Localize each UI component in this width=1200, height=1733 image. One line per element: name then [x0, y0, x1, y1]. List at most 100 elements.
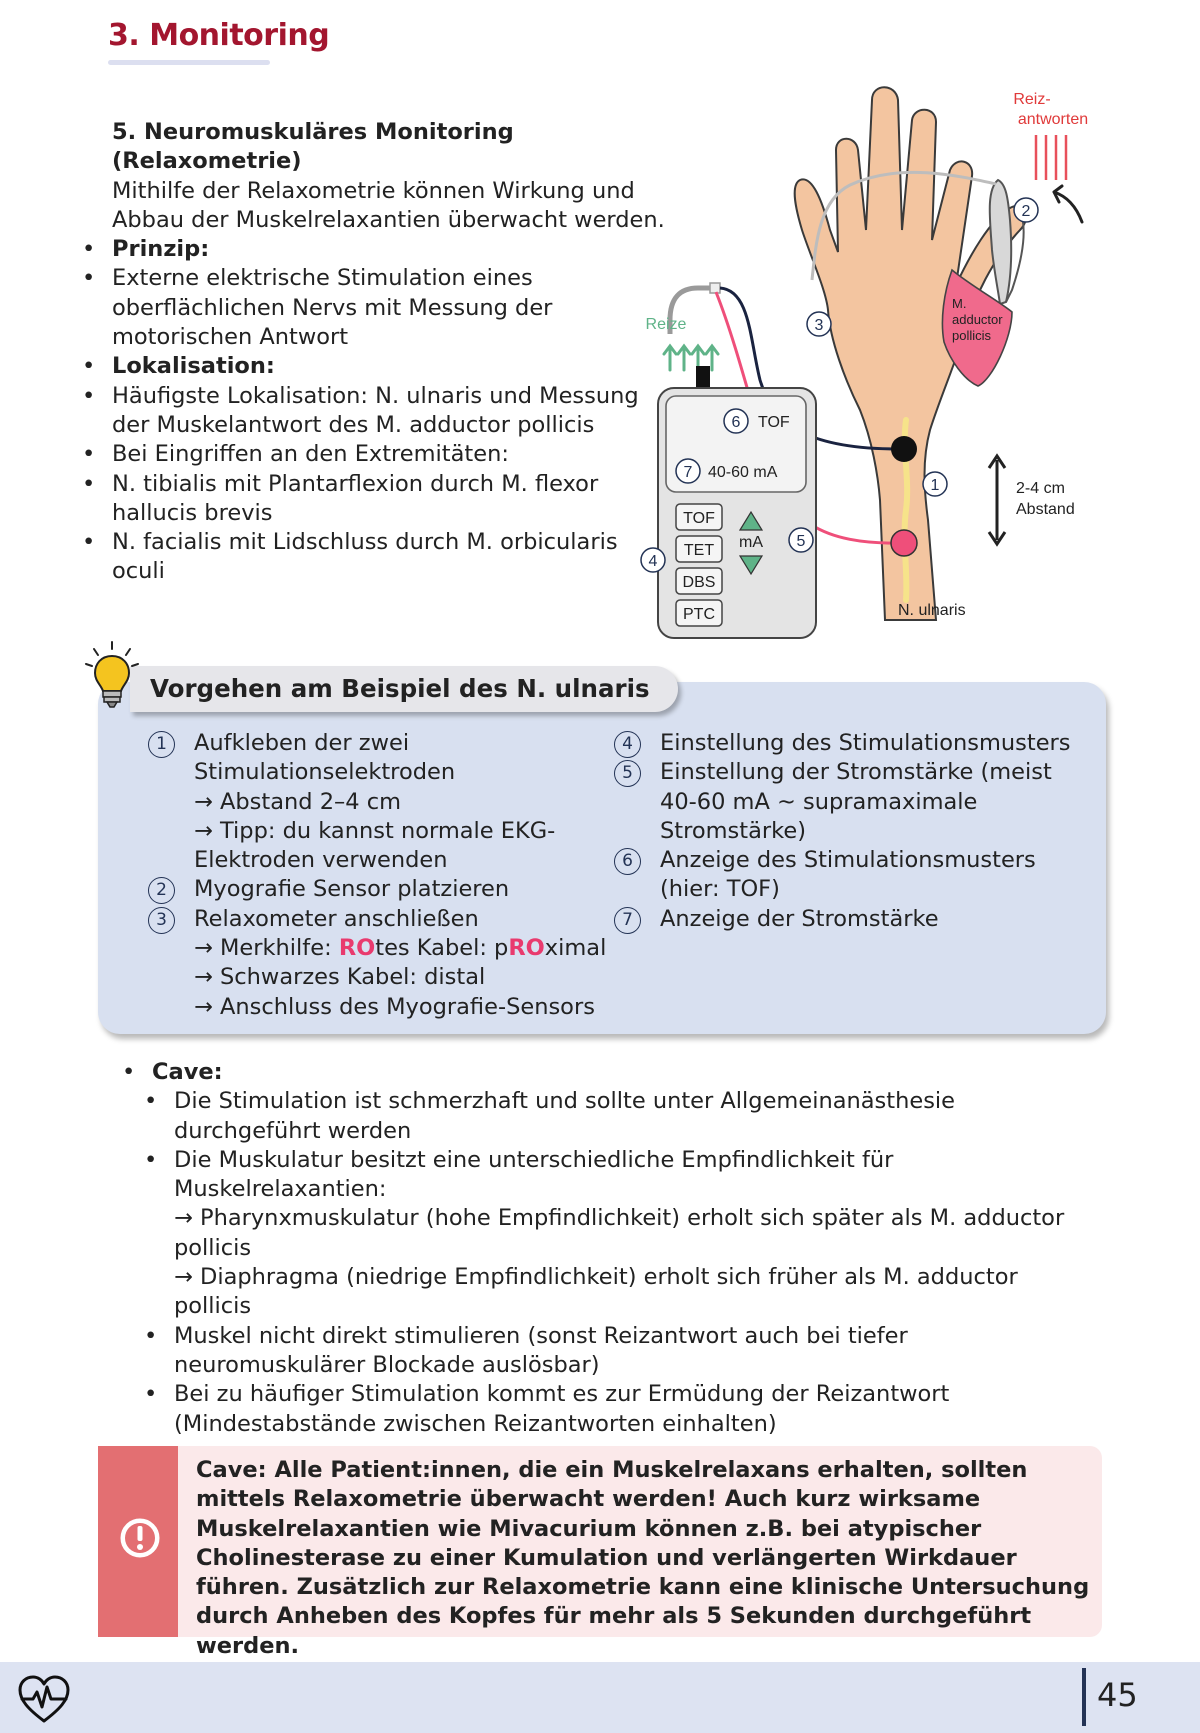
- device-display: [665, 395, 807, 493]
- relaxometry-diagram: M. adductor pollicis N. ulnaris Reiz- an…: [640, 86, 1088, 639]
- prinzip-label: Prinzip:: [112, 236, 210, 263]
- diagram-markers: 1 2 3 4 5 6 7: [640, 197, 1039, 573]
- step-text: Anzeige des Stimulationsmusters (hier: T…: [660, 847, 1036, 903]
- intro-heading: 5. Neuromuskuläres Monitoring (Relaxomet…: [112, 119, 514, 175]
- list-item: N. facialis mit Lidschluss durch M. orbi…: [82, 528, 672, 587]
- display-pattern: TOF: [758, 414, 790, 431]
- cave-line: Die Muskulatur besitzt eine unterschiedl…: [174, 1146, 894, 1203]
- muscle-label-2: adductor: [952, 312, 1003, 327]
- list-item: Externe elektrische Stimulation eines ob…: [82, 264, 672, 352]
- merkhilfe-line: → Merkhilfe: ROtes Kabel: pROximal: [194, 934, 628, 963]
- marker-1-label: 1: [931, 477, 940, 494]
- lokalisation-label: Lokalisation:: [112, 353, 275, 380]
- step-7: 7 Anzeige der Stromstärke: [614, 905, 1094, 934]
- list-item: Prinzip: Externe elektrische Stimulation…: [82, 235, 672, 352]
- lokalisation-list: Häufigste Lokalisation: N. ulnaris und M…: [82, 382, 672, 587]
- step-line: Relaxometer anschließen: [194, 905, 479, 932]
- dbs-button[interactable]: [675, 567, 723, 595]
- step-line: → Schwarzes Kabel: distal: [194, 964, 486, 991]
- device-buttons: TOF TET DBS PTC: [675, 503, 723, 627]
- step-number: 5: [614, 760, 641, 788]
- step-line: Stimulationselektroden: [194, 759, 456, 786]
- marker-3-label: 3: [815, 317, 824, 334]
- warning-text: Cave: Alle Patient:innen, die ein Muskel…: [196, 1457, 1090, 1659]
- intro-text: 5. Neuromuskuläres Monitoring (Relaxomet…: [82, 118, 672, 587]
- cave-section: Cave: Die Stimulation ist schmerzhaft un…: [122, 1058, 1096, 1439]
- step-number: 1: [148, 731, 175, 758]
- ptc-button-label: PTC: [683, 606, 715, 623]
- muscle-label-3: pollicis: [952, 328, 992, 343]
- step-line: Aufkleben der zwei: [194, 730, 410, 756]
- heartbeat-icon: [18, 1675, 70, 1723]
- connector: [709, 282, 721, 294]
- marker-3: [806, 311, 832, 337]
- step-line: → Tipp: du kannst normale EKG-: [194, 817, 556, 844]
- cave-label: Cave:: [152, 1059, 223, 1085]
- distance-label-2: Abstand: [1016, 501, 1075, 518]
- merkhilfe-suffix: ximal: [544, 935, 607, 962]
- step-text: Anzeige der Stromstärke: [660, 905, 939, 932]
- marker-6-label: 6: [732, 414, 741, 431]
- marker-2-label: 2: [1022, 203, 1031, 220]
- up-arrow-icon[interactable]: [738, 510, 764, 531]
- tet-button-label: TET: [684, 542, 714, 559]
- title-underline: [108, 60, 270, 65]
- step-number: 7: [614, 906, 641, 934]
- sensor-cable: [810, 170, 997, 281]
- merkhilfe-mid: tes Kabel: p: [375, 935, 509, 962]
- steps-right: 4 Einstellung des Stimulationsmusters 5 …: [614, 729, 1094, 934]
- list-item: Bei zu häufiger Stimulation kommt es zur…: [144, 1380, 1096, 1439]
- list-item: Muskel nicht direkt stimulieren (sonst R…: [144, 1322, 1096, 1381]
- step-3: 3 Relaxometer anschließen → Merkhilfe: R…: [148, 905, 628, 1022]
- lightbulb-icon: [85, 641, 139, 708]
- muscle-label-1: M.: [952, 296, 966, 311]
- step-line: → Abstand 2–4 cm: [194, 788, 402, 815]
- marker-2: [1013, 197, 1039, 223]
- merkhilfe-ro: RO: [508, 935, 545, 962]
- list-item: Lokalisation: Häufigste Lokalisation: N.…: [82, 352, 672, 587]
- tet-button[interactable]: [675, 535, 723, 563]
- intro-paragraph: Mithilfe der Relaxometrie können Wirkung…: [112, 177, 665, 233]
- response-lines: [1034, 135, 1068, 180]
- list-item: Cave: Die Stimulation ist schmerzhaft un…: [122, 1058, 1096, 1439]
- electrode-distal: [890, 529, 918, 557]
- electrode-proximal: [891, 436, 917, 462]
- steps-left: 1 Aufkleben der zwei Stimulationselektro…: [148, 729, 628, 1022]
- nerve-label: N. ulnaris: [898, 602, 966, 619]
- step-line: → Anschluss des Myografie-Sensors: [194, 993, 595, 1020]
- reizantworten-label-1: Reiz-: [1013, 91, 1050, 108]
- merkhilfe-prefix: → Merkhilfe:: [194, 935, 339, 962]
- ptc-button[interactable]: [675, 599, 723, 627]
- cable-junction: [667, 285, 714, 334]
- cave-line: → Pharynxmuskulatur (hohe Empfindlichkei…: [174, 1205, 1065, 1261]
- stimulus-arrows-icon: [662, 343, 720, 372]
- down-arrow-icon[interactable]: [738, 555, 764, 576]
- list-item: N. tibialis mit Plantarflexion durch M. …: [82, 470, 672, 529]
- marker-5: [788, 527, 814, 553]
- reize-label: Reize: [646, 316, 687, 333]
- muscle-adductor-pollicis: [941, 268, 1013, 387]
- prinzip-list: Externe elektrische Stimulation eines ob…: [82, 264, 672, 352]
- page-number: 45: [1097, 1676, 1138, 1714]
- marker-5-label: 5: [797, 533, 806, 550]
- marker-7: [675, 458, 701, 484]
- step-number: 4: [614, 731, 641, 758]
- tof-button[interactable]: [675, 503, 723, 531]
- step-number: 3: [148, 906, 175, 934]
- procedure-box: [98, 682, 1106, 1034]
- step-line: Elektroden verwenden: [194, 847, 448, 874]
- section-title: 3. Monitoring: [108, 18, 330, 53]
- cave-sublist: Die Stimulation ist schmerzhaft und soll…: [144, 1087, 1096, 1439]
- step-line: Myografie Sensor platzieren: [194, 876, 510, 903]
- step-4: 4 Einstellung des Stimulationsmusters: [614, 729, 1094, 758]
- exclamation-icon: [120, 1518, 160, 1558]
- marker-7-label: 7: [684, 464, 693, 481]
- marker-4: [640, 547, 666, 573]
- cave-line: → Diaphragma (niedrige Empfindlichkeit) …: [174, 1264, 1018, 1320]
- cave-list: Cave: Die Stimulation ist schmerzhaft un…: [122, 1058, 1096, 1439]
- display-current: 40-60 mA: [708, 464, 778, 481]
- step-number: 6: [614, 848, 641, 876]
- device-plug: [696, 366, 710, 388]
- myography-sensor: [988, 178, 1013, 306]
- distance-label-1: 2-4 cm: [1016, 480, 1065, 497]
